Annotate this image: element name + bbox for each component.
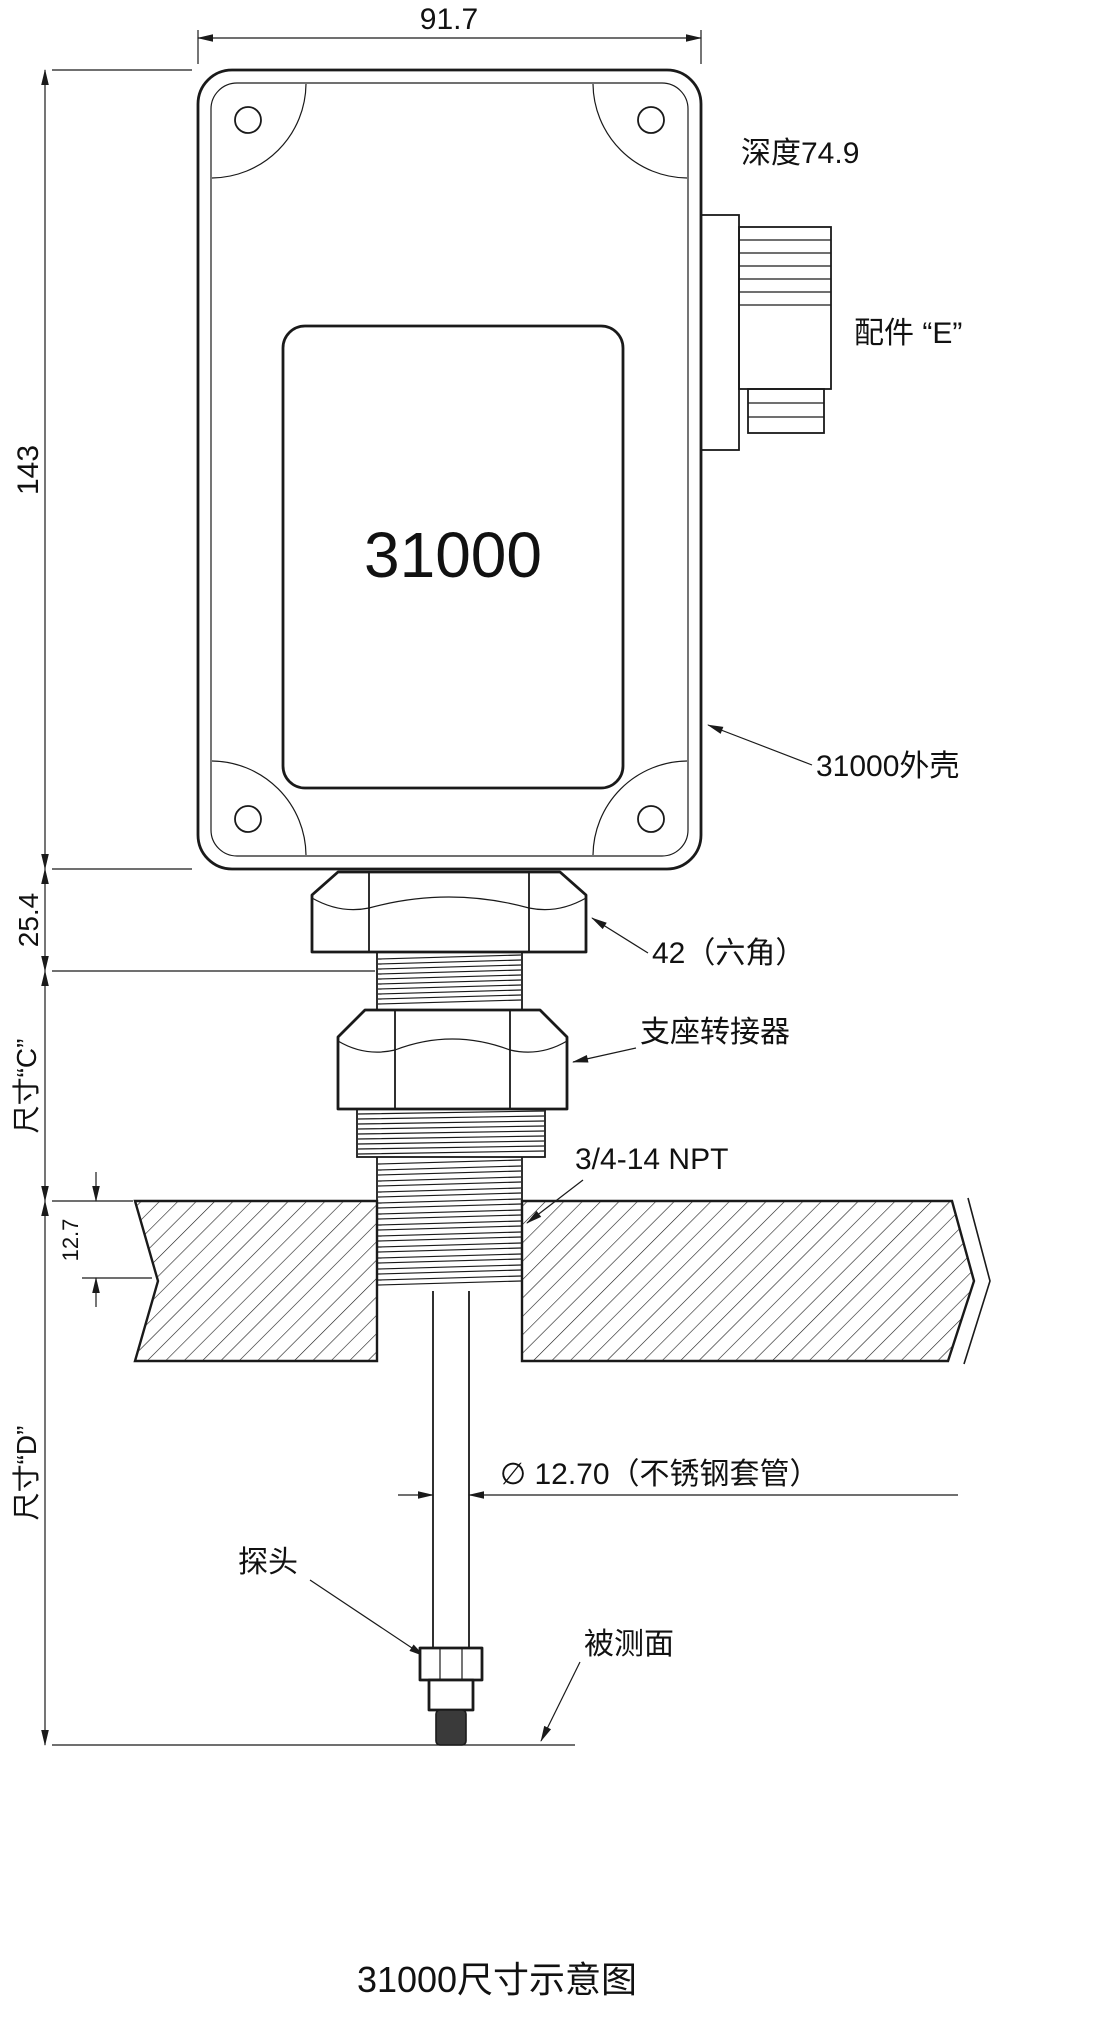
leader-line [707,724,813,766]
adapter-facets [394,1010,511,1109]
hex-facets [368,872,530,952]
tip-sensor [435,1709,467,1746]
break-line [963,1197,991,1365]
housing-label: 31000外壳 [816,750,959,783]
upper-thread [376,952,523,1010]
probe-callout: 探头 [238,1546,425,1657]
mount-adapter [336,1008,569,1158]
tip-body [427,1678,475,1712]
adapter-label: 支座转接器 [640,1016,790,1049]
model-number: 31000 [364,519,542,591]
wall-right [520,1199,976,1363]
adapter-chamfer-arcs [337,1038,568,1053]
housing-outline [196,68,703,871]
sleeve-dimension: ∅ 12.70（不锈钢套管） [398,1458,958,1499]
adapter-callout: 支座转接器 [572,1016,790,1063]
wall-left [133,1199,379,1363]
connector-body [738,226,832,390]
collar-thread-lines [357,1110,545,1155]
screw-hole [234,106,262,134]
top-width-dimension: 91.7 [197,3,702,64]
height-dimension-text: 143 [12,445,45,495]
npt-thread [376,1157,523,1291]
surface-label: 被测面 [584,1628,674,1661]
npt-callout: 3/4-14 NPT [526,1143,728,1224]
adapter-outline [336,1008,569,1111]
offset-dimension-text: 25.4 [13,893,44,948]
left-dimension-chain: 143 25.4 尺寸“C” 尺寸“D” [11,69,575,1746]
hex-callout: 42（六角） [591,917,805,970]
probe-tube [432,1291,470,1648]
hex-size-label: 42（六角） [652,937,805,970]
thread-lines [377,954,522,1005]
housing: 31000 [196,68,703,871]
hex-outline [310,870,588,954]
housing-callout: 31000外壳 [707,724,959,783]
drawing-caption: 31000尺寸示意图 [357,1959,637,2000]
thread-edges [376,952,523,1010]
connector-gland [747,388,825,434]
screw-hole [637,805,665,833]
surface-callout: 被测面 [540,1628,674,1742]
sleeve-diameter-text: ∅ 12.70（不锈钢套管） [500,1458,820,1491]
probe-label: 探头 [238,1546,298,1579]
hex-fitting [310,870,588,954]
leader-line [309,1579,425,1657]
screw-hole [637,106,665,134]
corner-boss [592,83,688,179]
corner-boss [211,83,307,179]
corner-boss [592,760,688,856]
hex-chamfer-arcs [311,896,587,911]
dim-d-text: 尺寸“D” [11,1426,42,1521]
leader-line [591,917,649,954]
screw-hole [234,805,262,833]
engagement-dimension-text: 12.7 [58,1219,83,1262]
connector-ribs [739,239,831,306]
probe-tip [418,1646,484,1746]
tube-walls [432,1291,470,1648]
tip-hex [418,1646,484,1682]
accessory-connector [700,214,832,451]
connector-flange [700,214,740,451]
thread-spec-label: 3/4-14 NPT [575,1143,728,1176]
wall-section [133,1197,991,1365]
dim-c-text: 尺寸“C” [11,1039,42,1134]
leader-line [572,1047,637,1063]
adapter-collar [356,1108,546,1158]
depth-label: 深度74.9 [741,137,859,170]
housing-inner-line [210,82,689,857]
width-dimension-text: 91.7 [420,3,478,36]
engagement-dimension: 12.7 [58,1172,152,1307]
gland-ribs [748,402,824,418]
accessory-label: 配件 “E” [854,317,962,350]
leader-line [540,1661,581,1742]
tip-hex-facets [439,1648,463,1680]
label-plate [281,324,625,790]
thread-lines [377,1159,522,1286]
corner-boss [211,760,307,856]
